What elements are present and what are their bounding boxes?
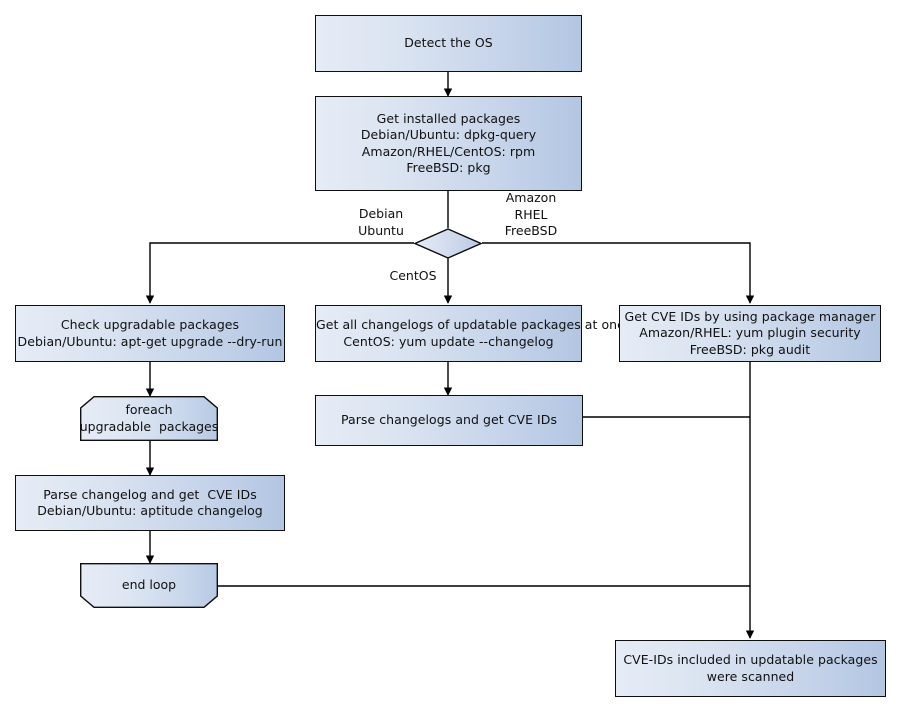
node-get-installed-packages-label: Get installed packages Debian/Ubuntu: dp…: [360, 110, 537, 176]
node-get-installed-packages[interactable]: Get installed packages Debian/Ubuntu: dp…: [315, 96, 582, 191]
node-detect-os[interactable]: Detect the OS: [315, 15, 582, 72]
edge-decision-to-left: [145, 242, 414, 304]
node-parse-changelogs-center-label: Parse changelogs and get CVE IDs: [340, 412, 558, 428]
foreach-fill: [80, 396, 218, 441]
node-foreach-loop-start-label: foreach upgradable packages: [79, 402, 219, 434]
node-scanned-result-label: CVE-IDs included in updatable packages w…: [623, 652, 878, 684]
node-get-cve-package-manager-label: Get CVE IDs by using package manager Ama…: [624, 308, 876, 357]
edge-label-center-branch: CentOS: [389, 268, 437, 283]
node-os-decision[interactable]: [413, 228, 483, 259]
end-loop-fill: [80, 563, 218, 608]
end-loop-outline: [79, 562, 219, 608]
node-foreach-loop-start[interactable]: foreach upgradable packages: [79, 395, 219, 441]
node-parse-changelog-left[interactable]: Parse changelog and get CVE IDs Debian/U…: [15, 475, 285, 531]
node-get-cve-package-manager[interactable]: Get CVE IDs by using package manager Ama…: [619, 305, 881, 362]
node-parse-changelog-left-label: Parse changelog and get CVE IDs Debian/U…: [37, 486, 263, 519]
node-end-loop-label: end loop: [121, 577, 177, 593]
node-get-all-changelogs[interactable]: Get all changelogs of updatable packages…: [315, 305, 632, 362]
foreach-outline: [79, 395, 219, 441]
edge-label-right-branch: Amazon RHEL FreeBSD: [504, 190, 558, 238]
node-parse-changelogs-center[interactable]: Parse changelogs and get CVE IDs: [315, 395, 583, 446]
node-detect-os-label: Detect the OS: [404, 35, 493, 51]
edge-label-left-branch: Debian Ubuntu: [358, 206, 404, 238]
os-decision-shape: [413, 228, 483, 259]
node-end-loop[interactable]: end loop: [79, 562, 219, 608]
edge-decision-to-right: [482, 242, 755, 304]
node-scanned-result[interactable]: CVE-IDs included in updatable packages w…: [615, 640, 886, 697]
node-get-all-changelogs-label: Get all changelogs of updatable packages…: [316, 317, 632, 349]
node-check-upgradable-label: Check upgradable packages Debian/Ubuntu:…: [17, 317, 283, 349]
node-check-upgradable[interactable]: Check upgradable packages Debian/Ubuntu:…: [15, 305, 285, 362]
